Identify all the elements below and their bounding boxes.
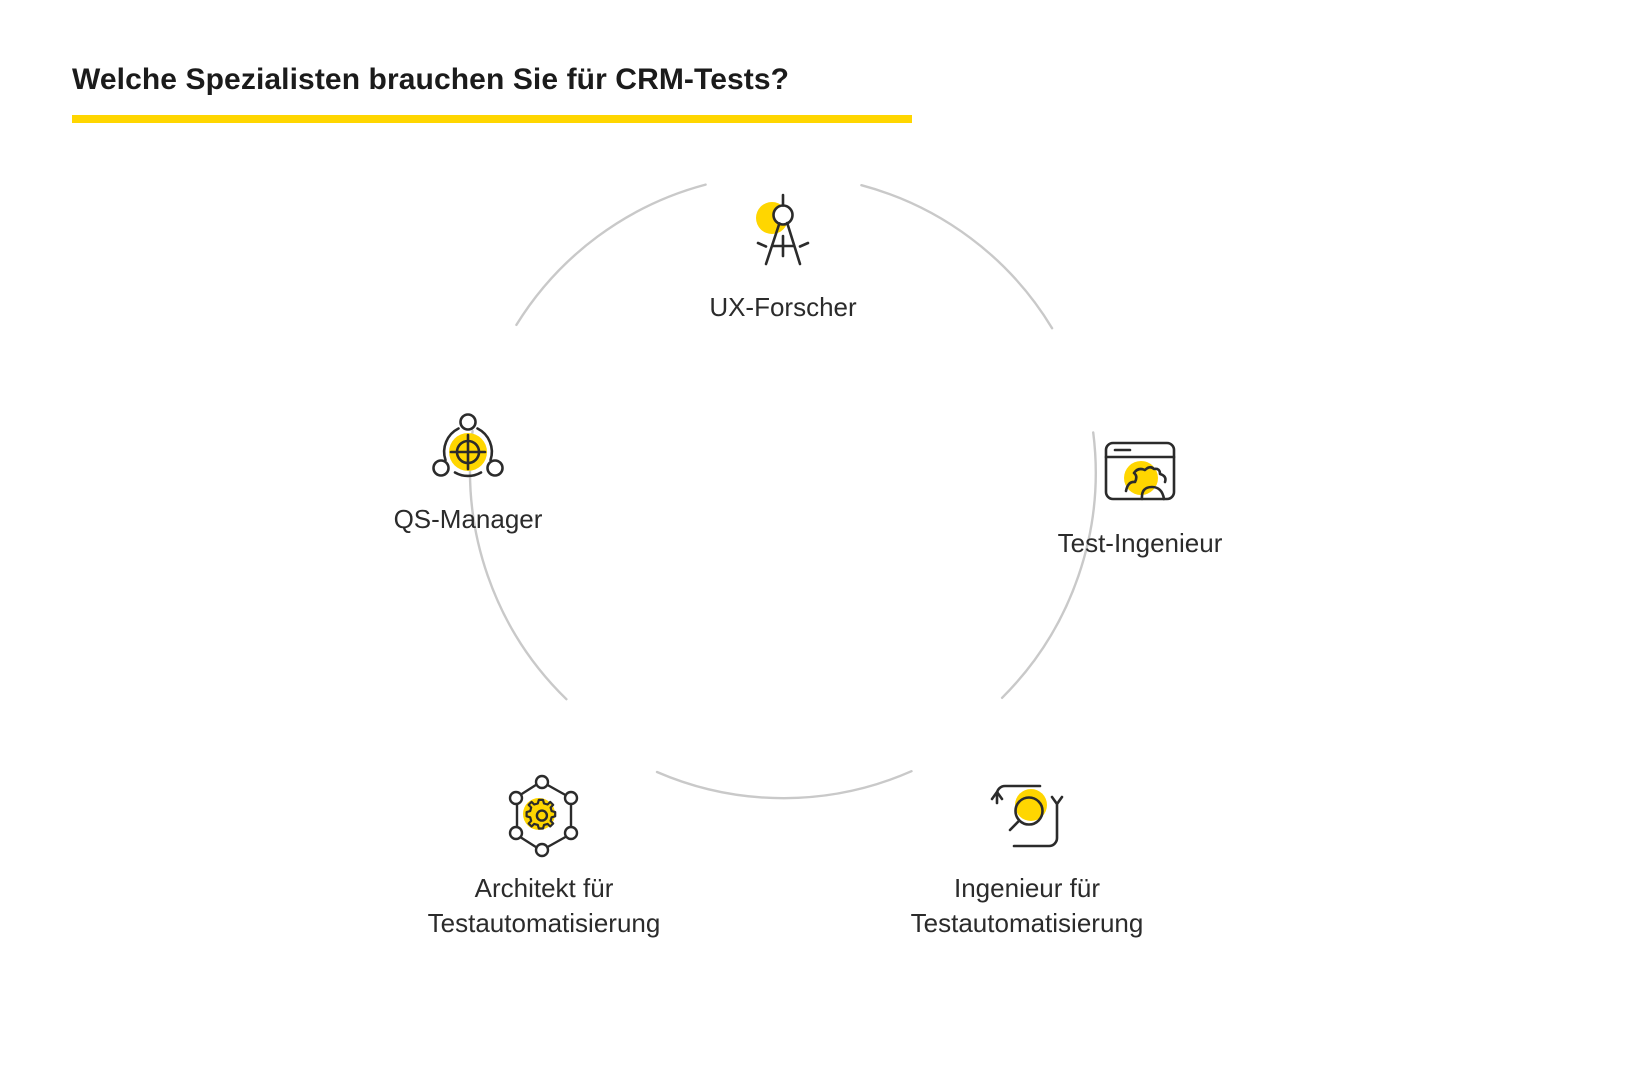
node-test-engineer[interactable]: Test-Ingenieur (980, 428, 1300, 561)
node-test-automation-engineer[interactable]: Ingenieur für Testautomatisierung (867, 773, 1187, 941)
header: Welche Spezialisten brauchen Sie für CRM… (72, 62, 1172, 123)
arc-qs-to-ux (515, 183, 707, 327)
node-test-engineer-label: Test-Ingenieur (1057, 528, 1223, 558)
arc-test-engineer-to-auto-engineer (1000, 431, 1097, 699)
node-test-automation-architect-label: Architekt für Testautomatisierung (427, 873, 661, 939)
arc-ux-to-test-engineer (860, 184, 1054, 330)
node-ux-researcher[interactable]: UX-Forscher (623, 192, 943, 325)
arc-auto-engineer-to-architect (655, 770, 913, 800)
hexagon-nodes-gear-icon (508, 774, 579, 858)
node-ux-researcher-label: UX-Forscher (709, 292, 857, 322)
title-underline-rule (72, 115, 912, 123)
node-qa-manager[interactable]: QS-Manager (308, 404, 628, 537)
connector-ring (468, 183, 1097, 800)
magnifier-refresh-icon (990, 784, 1064, 848)
node-qa-manager-label: QS-Manager (393, 504, 543, 534)
compass-divider-icon (756, 193, 810, 266)
browser-window-gear-icon (1104, 441, 1176, 501)
target-crosshair-icon (432, 413, 504, 478)
page-title: Welche Spezialisten brauchen Sie für CRM… (72, 63, 790, 96)
cycle-diagram: UX-Forscher Test-Ingenieur (0, 140, 1648, 1076)
node-test-automation-engineer-label: Ingenieur für Testautomatisierung (910, 873, 1144, 939)
node-test-automation-architect[interactable]: Architekt für Testautomatisierung (384, 773, 704, 941)
